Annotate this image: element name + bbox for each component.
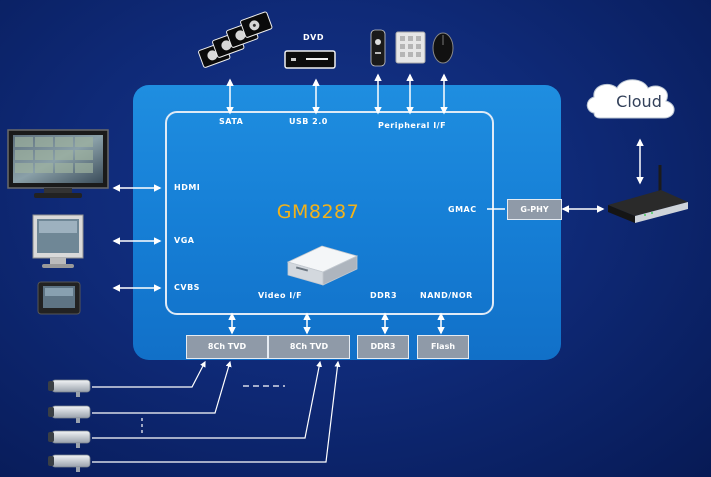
hard-disk-icon xyxy=(198,11,273,68)
flash-box: Flash xyxy=(417,335,469,359)
chip-title: GM8287 xyxy=(276,201,360,223)
vga-monitor-icon xyxy=(32,214,84,268)
video-if-label: Video I/F xyxy=(258,291,303,300)
sata-label: SATA xyxy=(219,117,244,126)
tvd-box-1: 8Ch TVD xyxy=(186,335,268,359)
camera-icon xyxy=(48,379,91,472)
soc-core-outline xyxy=(165,111,494,315)
cvbs-tv-icon xyxy=(37,281,81,315)
dvd-drive-icon xyxy=(284,50,336,69)
tvd-box-2: 8Ch TVD xyxy=(268,335,350,359)
gphy-box: G-PHY xyxy=(507,199,562,220)
ddr3-box: DDR3 xyxy=(357,335,409,359)
usb-label: USB 2.0 xyxy=(289,117,328,126)
remote-control-icon xyxy=(370,29,386,67)
gmac-label: GMAC xyxy=(448,205,477,214)
cloud-label: Cloud xyxy=(616,92,662,111)
vga-label: VGA xyxy=(174,236,195,245)
camera-connections xyxy=(92,360,341,463)
hdmi-label: HDMI xyxy=(174,183,201,192)
hdmi-monitor-icon xyxy=(7,129,109,198)
dvd-label: DVD xyxy=(303,33,324,42)
router-icon xyxy=(608,165,688,223)
peripheral-label: Peripheral I/F xyxy=(378,121,447,130)
cvbs-label: CVBS xyxy=(174,283,200,292)
ddr-label: DDR3 xyxy=(370,291,398,300)
mouse-icon xyxy=(432,32,454,64)
keypad-icon xyxy=(395,31,426,64)
nand-nor-label: NAND/NOR xyxy=(420,291,473,300)
